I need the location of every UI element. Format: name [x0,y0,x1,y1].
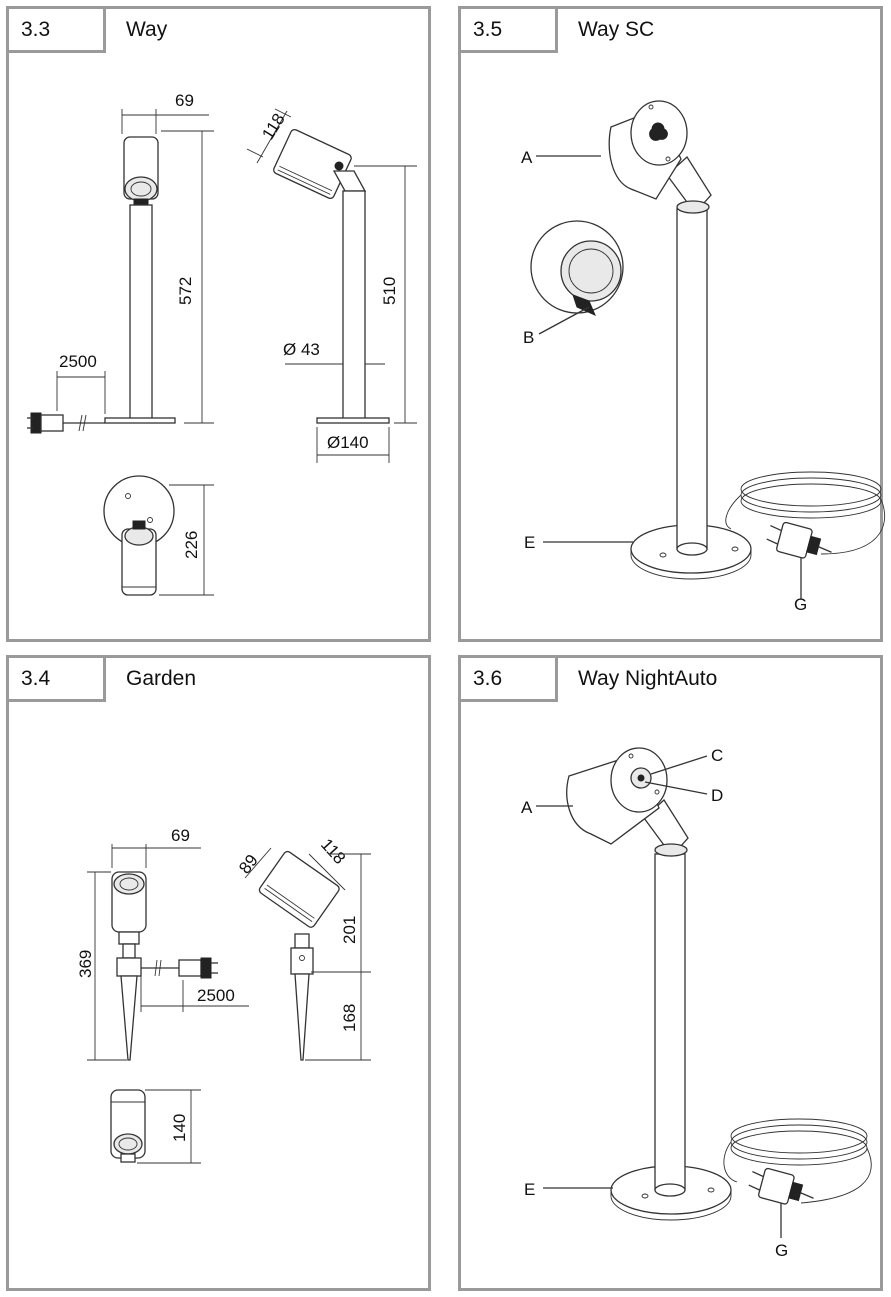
panel-number: 3.4 [9,658,106,702]
dim-top-view: 140 [170,1114,189,1142]
dim-height-top: 226 [182,531,201,559]
plug-icon [27,412,105,434]
label-b: B [523,328,534,347]
garden-top-view [110,1089,146,1163]
detail-lens-view [530,220,624,316]
garden-side-view [258,850,340,1061]
dim-base-dia: Ø140 [327,433,369,452]
dim-lower: 168 [340,1004,359,1032]
dim-height-side: 510 [380,277,399,305]
label-d: D [711,786,723,805]
label-e: E [524,1180,535,1199]
label-g: G [794,595,807,614]
dim-width-top: 69 [175,91,194,110]
panel-title: Garden [126,667,197,690]
lamp-head [566,747,668,845]
dim-cable: 2500 [197,986,235,1005]
panel-number: 3.3 [9,9,106,53]
panel-3-6: 3.6 Way NightAuto [458,655,883,1291]
lamp-head [608,100,688,200]
way-dimension-drawing: 69 572 2500 [27,91,417,596]
way-side-view [273,128,390,424]
panel-3-5: 3.5 Way SC [458,6,886,642]
garden-dimension-drawing: 69 369 2500 [76,826,371,1164]
label-a: A [521,148,533,167]
panel-title: Way NightAuto [578,667,718,690]
panel-3-3: 3.3 Way 69 572 [6,6,431,642]
way-top-view [103,475,175,596]
label-e: E [524,533,535,552]
garden-front-view [111,871,147,1061]
way-front-view [104,136,176,424]
panel-title: Way [126,18,168,41]
plug-icon [141,957,218,979]
dim-cable: 2500 [59,352,97,371]
way-sc-drawing: A B E G [521,100,886,614]
panel-title: Way SC [578,18,655,41]
dim-height-total: 369 [76,950,95,978]
panel-3-4: 3.4 Garden 69 369 [6,655,431,1291]
label-c: C [711,746,723,765]
way-nightauto-drawing: A C D E G [521,746,872,1260]
dim-width-top: 69 [171,826,190,845]
plug-icon [766,521,832,559]
label-g: G [775,1241,788,1260]
dim-height-total: 572 [176,277,195,305]
label-a: A [521,798,533,817]
dim-head-side: 118 [317,835,349,868]
panel-number: 3.5 [461,9,558,53]
dim-pole-dia: Ø 43 [283,340,320,359]
cable-coil [725,471,886,555]
dim-head-width: 89 [235,851,262,878]
plug-icon [748,1167,814,1205]
dim-upper: 201 [340,916,359,944]
cable-coil [723,1118,872,1204]
panel-number: 3.6 [461,658,558,702]
